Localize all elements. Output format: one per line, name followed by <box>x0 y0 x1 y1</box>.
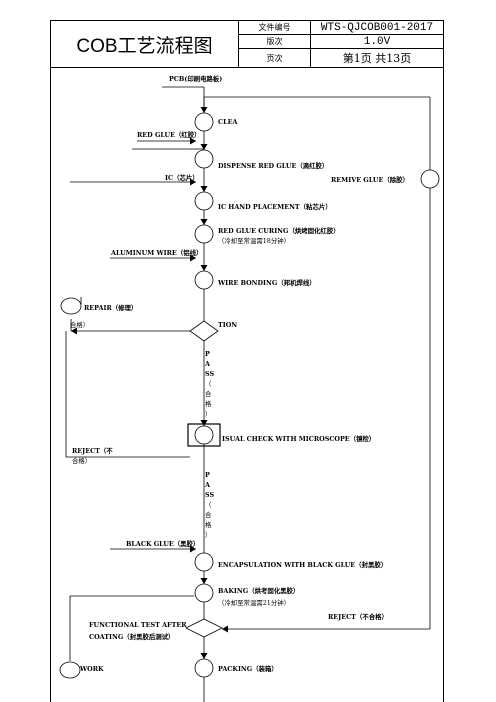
functional-test-diamond <box>185 618 223 638</box>
dispense-step-circle <box>194 149 214 169</box>
remove-glue-circle <box>420 169 440 189</box>
pass-v1-5: 格 <box>205 399 212 408</box>
dispense-label: DISPENSE RED GLUE（滴红胶） <box>218 161 328 170</box>
ic-input-label: IC（芯片） <box>165 173 199 182</box>
pass-v1-3: （ <box>205 380 212 388</box>
pass-v1-4: 合 <box>205 389 212 398</box>
reject-right-label: REJECT（不合格） <box>328 612 388 621</box>
baking-step-circle <box>194 583 214 603</box>
pass-vertical-1: P A SS （ 合 格 ） <box>204 350 214 418</box>
placement-step-circle <box>194 191 214 211</box>
aluminum-input-label: ALUMINUM WIRE（铝线） <box>110 248 202 257</box>
visual-check-box <box>187 423 221 447</box>
clean-step-circle <box>194 112 214 132</box>
pass-v2-4: 合 <box>205 510 212 519</box>
pass-v1-6: ） <box>205 410 211 418</box>
pass-v1-1: A <box>204 360 211 368</box>
visual-check-label: ISUAL CHECK WITH MICROSCOPE（镜检） <box>222 434 375 443</box>
pass-vertical-2: P A SS （ 合 格 ） <box>204 471 214 539</box>
black-glue-input-label: BLACK GLUE（黑胶） <box>126 539 199 548</box>
pcb-entry-line <box>162 86 430 113</box>
pass-v2-1: A <box>204 481 211 489</box>
page-value: 第1页 共13页 <box>310 48 444 68</box>
input-lines <box>70 137 204 553</box>
baking-label-1: BAKING（烘考固化黑胶） <box>218 586 299 595</box>
repair-circle <box>60 297 82 315</box>
functional-test-label-2: COATING（封黑胶后测试） <box>89 632 174 641</box>
pass-v2-6: ） <box>205 531 211 539</box>
visual-check-step-circle <box>194 425 214 445</box>
pass-v2-5: 格 <box>205 520 212 529</box>
curing-step-circle <box>194 224 214 244</box>
pass-v2-2: SS <box>205 491 214 499</box>
reject-label-2: 合格） <box>72 456 91 465</box>
page-label: 页次 <box>238 48 311 68</box>
rework-loop <box>69 595 194 661</box>
pass-v1-2: SS <box>205 370 214 378</box>
baking-label-2: （冷却至常温需21分钟） <box>218 598 290 607</box>
pcb-label: PCB(印刷电路板) <box>169 74 222 83</box>
version-value: 1.0V <box>310 34 444 50</box>
repair-loop <box>70 297 194 335</box>
remove-glue-label: REMIVE GLUE（除胶） <box>331 175 409 184</box>
curing-label-2: （冷却至常温需18分钟） <box>218 236 290 245</box>
clean-label: CLEA <box>218 118 238 126</box>
repair-label: REPAIR（修理） <box>84 303 137 312</box>
diagram-frame <box>50 68 444 702</box>
rework-label: WORK <box>79 665 104 673</box>
functional-test-label-1: FUNCTIONAL TEST AFTER <box>89 621 187 629</box>
encapsulation-step-circle <box>194 552 214 572</box>
reject-label-1: REJECT（不 <box>72 447 113 455</box>
inspection-label: TION <box>218 321 237 329</box>
inspection-diamond <box>189 320 219 342</box>
document-title: COB工艺流程图 <box>50 20 239 68</box>
packing-label: PACKING（装箱） <box>218 664 278 673</box>
packing-step-circle <box>194 658 214 678</box>
red-glue-input-label: RED GLUE（红胶） <box>137 130 201 139</box>
encapsulation-label: ENCAPSULATION WITH BLACK GLUE（封黑胶） <box>218 560 387 569</box>
bonding-label: WIRE BONDING（邦机焊线） <box>217 278 316 287</box>
document-header: COB工艺流程图 文件编号 WTS-QJCOB001-2017 版次 1.0V … <box>50 19 444 68</box>
pass-v2-0: P <box>205 471 210 479</box>
curing-label-1: RED GLUE CURING（烘烤固化红胶） <box>218 226 340 235</box>
rework-circle <box>59 661 81 679</box>
reject-loop <box>65 331 190 458</box>
remove-glue-loop <box>222 97 431 633</box>
pass-v2-3: （ <box>205 501 212 509</box>
placement-label: IC HAND PLACEMENT（粘芯片） <box>218 202 332 211</box>
bonding-step-circle <box>194 270 214 290</box>
pass-v1-0: P <box>205 350 210 358</box>
pass-left-label: 合格） <box>70 320 89 329</box>
